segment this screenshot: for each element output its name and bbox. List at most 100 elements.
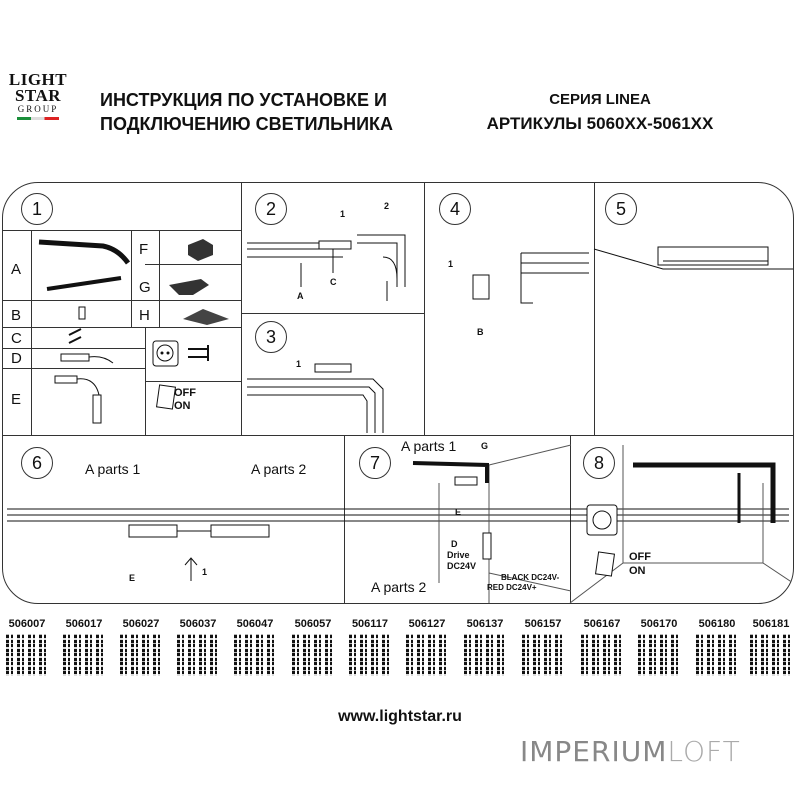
part-label-h: H xyxy=(139,307,150,324)
step-5-number: 5 xyxy=(605,193,637,225)
divider xyxy=(3,435,793,436)
qr-code-icon xyxy=(464,634,506,676)
qr-item: 506181 xyxy=(744,618,798,676)
qr-code-icon xyxy=(696,634,738,676)
qr-code-icon xyxy=(63,634,105,676)
step-6-circle-1: 1 xyxy=(202,567,208,577)
step-7-label-e: E xyxy=(455,507,462,517)
imperiumloft-watermark: IMPERIUMLOFT xyxy=(520,735,741,768)
part-label-a: A xyxy=(11,261,22,278)
series-label: СЕРИЯ LINEA xyxy=(549,91,651,108)
step-2-label-c: C xyxy=(330,277,337,287)
qr-item: 506037 xyxy=(171,618,225,676)
step-3-circle-1: 1 xyxy=(296,359,302,369)
step-6-number: 6 xyxy=(21,447,53,479)
step-6-parts-2: A parts 2 xyxy=(251,461,307,477)
instruction-panel: 1 A B C D E F G H xyxy=(2,182,794,604)
qr-item: 506007 xyxy=(0,618,54,676)
lightstar-logo: LIGHT STAR GROUP xyxy=(8,70,68,120)
step-7-number: 7 xyxy=(359,447,391,479)
logo-line2: STAR xyxy=(14,86,62,105)
qr-item: 506027 xyxy=(114,618,168,676)
part-label-d: D xyxy=(11,350,22,367)
qr-code-icon xyxy=(349,634,391,676)
title-line2: ПОДКЛЮЧЕНИЮ СВЕТИЛЬНИКА xyxy=(100,114,394,134)
switch-icon xyxy=(155,384,177,410)
qr-code-icon xyxy=(638,634,680,676)
articles-label: АРТИКУЛЫ 5060XX-5061XX xyxy=(486,114,714,133)
curved-profile-icon xyxy=(38,239,131,265)
title-line1: ИНСТРУКЦИЯ ПО УСТАНОВКЕ И xyxy=(100,90,387,110)
driver-d-icon xyxy=(60,353,90,362)
part-label-e: E xyxy=(11,391,22,408)
step-7-black-wire: BLACK DC24V- xyxy=(501,573,560,582)
straight-profile-icon xyxy=(46,276,122,291)
qr-item: 506017 xyxy=(57,618,111,676)
step-7-parts-1: A parts 1 xyxy=(401,438,457,454)
step-8-off-label: OFF xyxy=(629,551,651,563)
italian-flag-icon xyxy=(17,117,59,120)
step-2-circle-1: 1 xyxy=(340,209,346,219)
qr-item: 506137 xyxy=(458,618,512,676)
step-6-label-e: E xyxy=(129,573,136,583)
qr-code-icon xyxy=(406,634,448,676)
document-title: ИНСТРУКЦИЯ ПО УСТАНОВКЕ И ПОДКЛЮЧЕНИЮ СВ… xyxy=(100,88,393,136)
qr-item: 506117 xyxy=(343,618,397,676)
step-4-number: 4 xyxy=(439,193,471,225)
qr-item: 506157 xyxy=(516,618,570,676)
qr-item: 506180 xyxy=(690,618,744,676)
step-8-number: 8 xyxy=(583,447,615,479)
qr-code-icon xyxy=(6,634,48,676)
qr-code-icon xyxy=(522,634,564,676)
step-2-number: 2 xyxy=(255,193,287,225)
part-label-g: G xyxy=(139,279,151,296)
step-1-number: 1 xyxy=(21,193,53,225)
connector-f-icon xyxy=(188,239,213,261)
part-label-c: C xyxy=(11,330,22,347)
divider xyxy=(344,435,345,603)
step-7-label-g: G xyxy=(481,441,489,451)
step-2-label-a: A xyxy=(297,291,304,301)
logo-line3: GROUP xyxy=(17,104,59,114)
step-4-circle-1: 1 xyxy=(448,259,454,269)
step-7-dc24v: DC24V xyxy=(447,561,477,571)
connector-g-icon xyxy=(169,279,209,295)
qr-code-icon xyxy=(750,634,792,676)
step-7-label-d: D xyxy=(451,539,458,549)
part-label-f: F xyxy=(139,241,149,258)
divider xyxy=(241,313,424,314)
qr-item: 506047 xyxy=(228,618,282,676)
qr-code-icon xyxy=(234,634,276,676)
logo-line1: LIGHT xyxy=(8,70,68,89)
step-1-parts-drawings xyxy=(7,234,793,603)
qr-code-row: 506007 506017 506027 506037 506047 50605… xyxy=(0,618,800,698)
series-info: СЕРИЯ LINEA АРТИКУЛЫ 5060XX-5061XX xyxy=(470,88,730,136)
qr-code-icon xyxy=(177,634,219,676)
step-8-on-label: ON xyxy=(629,565,646,577)
connector-h-icon xyxy=(183,309,229,325)
divider xyxy=(241,183,242,435)
step-3-number: 3 xyxy=(255,321,287,353)
divider xyxy=(570,435,571,603)
on-label: ON xyxy=(174,400,191,412)
step-2-circle-2: 2 xyxy=(384,201,390,211)
step-7-parts-2: A parts 2 xyxy=(371,579,427,595)
qr-item: 506170 xyxy=(632,618,686,676)
qr-item: 506127 xyxy=(400,618,454,676)
divider xyxy=(594,183,595,435)
qr-code-icon xyxy=(120,634,162,676)
off-label: OFF xyxy=(174,387,196,399)
step-7-red-wire: RED DC24V+ xyxy=(487,583,537,592)
driver-e-icon xyxy=(92,394,102,424)
website-link[interactable]: www.lightstar.ru xyxy=(338,708,462,725)
qr-code-icon xyxy=(292,634,334,676)
qr-code-icon xyxy=(581,634,623,676)
step-6-parts-1: A parts 1 xyxy=(85,461,141,477)
qr-item: 506167 xyxy=(575,618,629,676)
lamp-profile-icon xyxy=(657,246,769,266)
qr-item: 506057 xyxy=(286,618,340,676)
step-7-drive: Drive xyxy=(447,550,470,560)
divider xyxy=(424,183,425,435)
part-label-b: B xyxy=(11,307,22,324)
step-4-label-b: B xyxy=(477,327,484,337)
